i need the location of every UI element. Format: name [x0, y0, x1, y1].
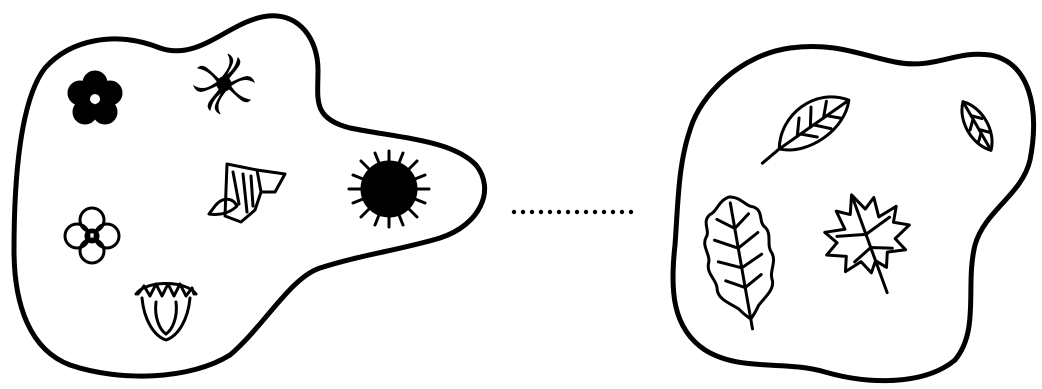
pinwheel-flower-icon — [194, 54, 254, 114]
small-leaf-icon — [954, 97, 1000, 156]
right-set-boundary — [673, 46, 1034, 380]
spiky-flower-icon — [349, 151, 429, 227]
oak-leaf-icon — [697, 191, 785, 334]
black-flower-icon — [68, 71, 122, 124]
tulip-flower-icon — [136, 284, 196, 341]
four-petal-flower-icon — [65, 208, 119, 263]
maple-leaf-icon — [810, 180, 928, 308]
right-set — [673, 46, 1034, 380]
dotted-connector — [512, 210, 633, 214]
petal-bloom-icon — [209, 164, 285, 222]
left-set — [14, 16, 485, 376]
leaf-icon — [749, 82, 859, 175]
